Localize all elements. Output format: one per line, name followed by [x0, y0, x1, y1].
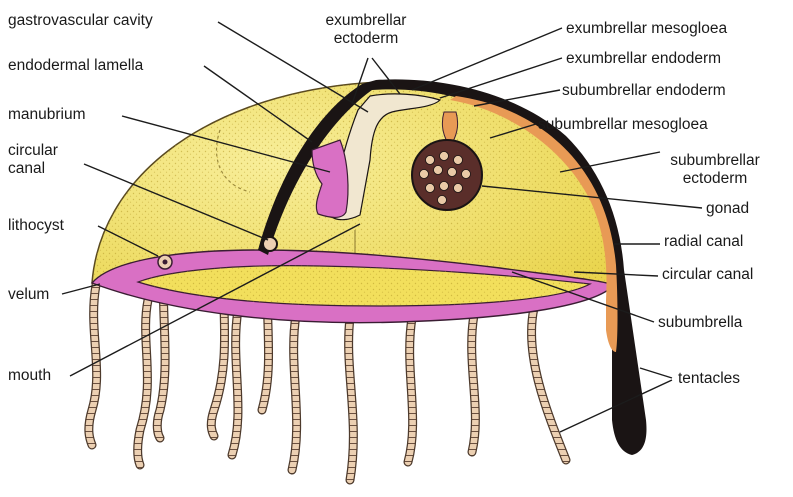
label-circular-canal-left: circular canal: [8, 142, 58, 178]
label-exumbrellar-endoderm: exumbrellar endoderm: [566, 50, 721, 68]
label-endodermal-lamella: endodermal lamella: [8, 57, 143, 75]
label-subumbrellar-ectoderm: subumbrellar ectoderm: [660, 152, 770, 188]
label-exumbrellar-ectoderm-line1: exumbrellar: [316, 12, 416, 30]
label-subumbrellar-ectoderm-line2: ectoderm: [660, 170, 770, 188]
label-lithocyst: lithocyst: [8, 217, 64, 235]
label-subumbrella: subumbrella: [658, 314, 742, 332]
label-manubrium: manubrium: [8, 106, 86, 124]
label-mouth: mouth: [8, 367, 51, 385]
label-circular-canal-left-line2: canal: [8, 160, 58, 178]
label-subumbrellar-endoderm: subumbrellar endoderm: [562, 82, 726, 100]
label-radial-canal: radial canal: [664, 233, 743, 251]
label-exumbrellar-ectoderm: exumbrellar ectoderm: [316, 12, 416, 48]
label-exumbrellar-ectoderm-line2: ectoderm: [316, 30, 416, 48]
tentacle: [408, 318, 413, 462]
label-circular-canal-left-line1: circular: [8, 142, 58, 160]
tentacle: [472, 315, 476, 452]
lithocyst-core: [163, 260, 168, 265]
label-circular-canal-right: circular canal: [662, 266, 753, 284]
label-gonad: gonad: [706, 200, 749, 218]
label-subumbrellar-ectoderm-line1: subumbrellar: [660, 152, 770, 170]
label-exumbrellar-mesogloea: exumbrellar mesogloea: [566, 20, 727, 38]
label-subumbrellar-mesogloea: subumbrellar mesogloea: [538, 116, 708, 134]
label-gastrovascular-cavity: gastrovascular cavity: [8, 12, 153, 30]
label-velum: velum: [8, 286, 49, 304]
label-tentacles: tentacles: [678, 370, 740, 388]
tentacle: [292, 315, 297, 470]
